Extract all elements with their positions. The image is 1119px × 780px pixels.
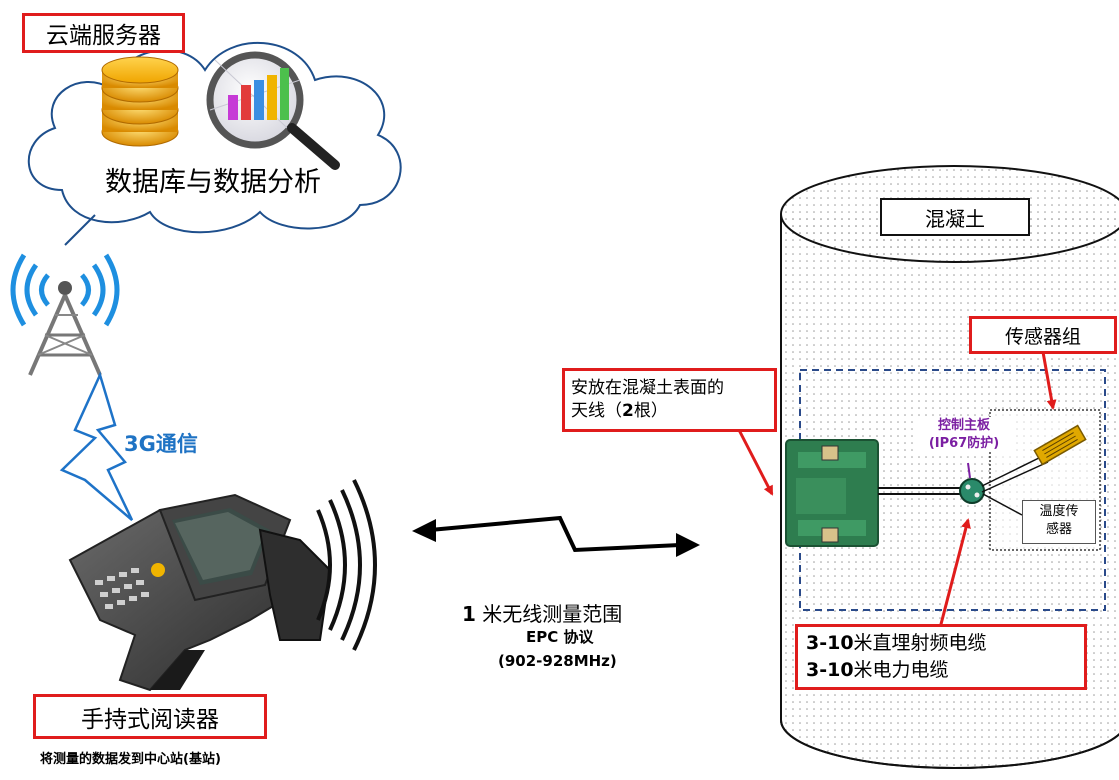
temp-sensor-line2: 感器 <box>1045 522 1072 538</box>
wireless-link-arrow <box>412 515 700 557</box>
control-board-line1: 控制主板 <box>937 418 990 433</box>
3g-lightning-icon <box>59 371 134 521</box>
antenna-pcb-icon <box>785 439 879 547</box>
wireless-range-text: 米无线测量范围 <box>475 602 623 626</box>
cable-type-1: 米直埋射频电缆 <box>853 632 987 655</box>
antenna-label-line1: 安放在混凝土表面的 <box>571 378 724 399</box>
concrete-label: 混凝土 <box>880 198 1030 236</box>
cable-length-2: 3-10 <box>806 659 854 681</box>
signal-tower-icon <box>10 253 120 376</box>
sensor-group-title: 传感器组 <box>1004 325 1081 348</box>
antenna-label-arrow <box>736 427 774 496</box>
sensor-group-label: 传感器组 <box>969 316 1117 354</box>
control-board-icon <box>959 478 985 504</box>
control-board-label: 控制主板 (IP67防护) <box>917 417 1011 453</box>
sensor-group-arrow <box>1041 351 1057 410</box>
cloud-caption: 数据库与数据分析 <box>105 167 321 198</box>
cloud-shape <box>27 41 402 234</box>
cable-label: 3-10米直埋射频电缆 3-10米电力电缆 <box>795 624 1087 690</box>
antenna-label-pre: 天线（ <box>571 401 622 421</box>
cable-line2: 3-10米电力电缆 <box>806 657 949 684</box>
temp-sensor-label: 温度传 感器 <box>1022 500 1096 544</box>
wireless-frequency: (902-928MHz) <box>498 652 617 670</box>
database-icon <box>101 56 179 147</box>
reader-wave-icon <box>316 479 377 651</box>
control-board-arrow <box>967 462 971 479</box>
cable-label-arrow <box>938 518 971 629</box>
temp-sensor-line1: 温度传 <box>1039 504 1079 519</box>
cable-type-2: 米电力电缆 <box>853 659 949 681</box>
handheld-reader-subtitle: 将测量的数据发到中心站(基站) <box>40 752 221 767</box>
concrete-title: 混凝土 <box>925 206 985 231</box>
cloud-tower-link <box>64 214 96 246</box>
cloud-server-label: 云端服务器 <box>22 13 185 53</box>
cable-length-1: 3-10 <box>806 632 854 655</box>
sensor-wire <box>981 454 1046 487</box>
temp-wire <box>982 493 1023 516</box>
control-board-line2: (IP67防护) <box>928 435 1000 451</box>
wireless-range-number: 1 <box>462 602 476 626</box>
cloud-server-title: 云端服务器 <box>46 23 161 49</box>
3g-label: 3G通信 <box>124 432 198 456</box>
antenna-label-line2: 天线（2根） <box>571 400 668 423</box>
handheld-reader-title: 手持式阅读器 <box>81 706 219 733</box>
analytics-magnifier-icon <box>206 51 340 170</box>
handheld-reader-label: 手持式阅读器 <box>33 694 267 739</box>
antenna-label-post: 根） <box>633 401 668 421</box>
handheld-reader-icon <box>68 493 332 692</box>
antenna-label: 安放在混凝土表面的 天线（2根） <box>562 368 777 432</box>
embedded-zone <box>799 369 1106 611</box>
wireless-range-line1: 1 米无线测量范围 <box>462 598 622 627</box>
sensor-wire-2 <box>981 461 1049 493</box>
antenna-count: 2 <box>622 401 634 421</box>
strain-sensor-icon <box>1033 424 1087 466</box>
cable-line1: 3-10米直埋射频电缆 <box>806 630 987 657</box>
wireless-protocol: EPC 协议 <box>526 628 594 646</box>
